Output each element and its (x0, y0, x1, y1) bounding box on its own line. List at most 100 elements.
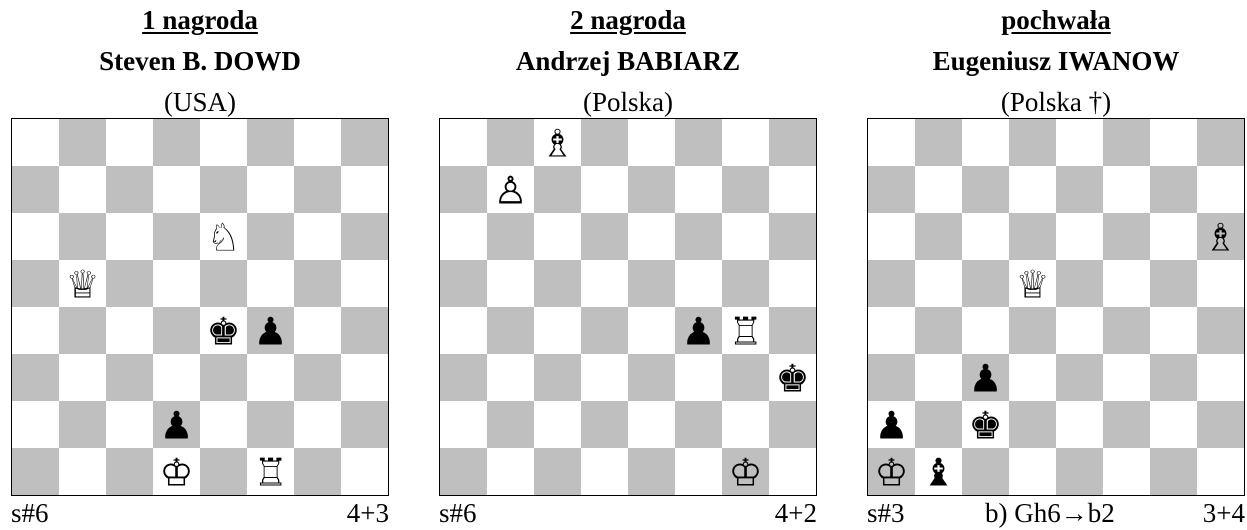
square-b4 (59, 307, 106, 354)
square-b7 (915, 166, 962, 213)
square-b5 (487, 260, 534, 307)
square-b3 (915, 354, 962, 401)
square-a4 (440, 307, 487, 354)
black-king-icon: ♚ (968, 404, 1002, 448)
square-b2 (59, 401, 106, 448)
black-pawn-icon: ♟ (681, 310, 715, 354)
square-e6 (628, 213, 675, 260)
square-h7 (341, 166, 388, 213)
square-g5 (722, 260, 769, 307)
square-g5 (294, 260, 341, 307)
twin-condition: b) Gh6→b2 (985, 497, 1115, 529)
square-c5 (534, 260, 581, 307)
piece-count: 4+2 (775, 497, 817, 529)
square-a5 (440, 260, 487, 307)
square-g4 (294, 307, 341, 354)
stipulation: s#6 (439, 497, 477, 529)
square-d4 (581, 307, 628, 354)
square-h7 (769, 166, 816, 213)
author-name: Andrzej BABIARZ (439, 45, 817, 77)
black-king-icon: ♚ (206, 310, 240, 354)
square-d8 (153, 119, 200, 166)
black-pawn-icon: ♟ (159, 404, 193, 448)
square-c7 (962, 166, 1009, 213)
square-h8 (769, 119, 816, 166)
white-king-icon: ♔ (159, 451, 193, 495)
square-b3 (487, 354, 534, 401)
square-e5 (628, 260, 675, 307)
square-a1 (440, 448, 487, 495)
square-h3 (341, 354, 388, 401)
square-a1 (12, 448, 59, 495)
square-a6 (868, 213, 915, 260)
square-b6 (59, 213, 106, 260)
square-d2 (581, 401, 628, 448)
square-d4 (153, 307, 200, 354)
award-title: 1 nagroda (11, 4, 389, 36)
author-country: (Polska) (439, 86, 817, 118)
square-d7 (1009, 166, 1056, 213)
black-bishop-icon: ♝ (921, 451, 955, 495)
square-f6 (247, 213, 294, 260)
square-f2 (247, 401, 294, 448)
square-f5 (675, 260, 722, 307)
square-d3 (581, 354, 628, 401)
square-f5 (1103, 260, 1150, 307)
white-rook-icon: ♖ (253, 451, 287, 495)
square-a6 (12, 213, 59, 260)
author-country: (Polska †) (867, 86, 1245, 118)
square-g7 (294, 166, 341, 213)
square-e2 (1056, 401, 1103, 448)
square-a6 (440, 213, 487, 260)
square-b2 (915, 401, 962, 448)
square-g3 (722, 354, 769, 401)
piece-count: 3+4 (1203, 497, 1245, 529)
square-d3 (153, 354, 200, 401)
square-h4 (769, 307, 816, 354)
problem-3: pochwała Eugeniusz IWANOW (Polska †) ♗♕♟… (867, 0, 1245, 530)
square-a4 (868, 307, 915, 354)
square-g1 (1150, 448, 1197, 495)
square-b1 (59, 448, 106, 495)
square-c4 (962, 307, 1009, 354)
white-bishop-icon: ♗ (540, 122, 574, 166)
square-g6 (1150, 213, 1197, 260)
square-e1 (628, 448, 675, 495)
square-e8 (628, 119, 675, 166)
square-c5 (962, 260, 1009, 307)
square-f2 (675, 401, 722, 448)
square-c8 (962, 119, 1009, 166)
board-svg: ♗♕♟♟♚♔♝ (868, 119, 1244, 495)
square-e1 (200, 448, 247, 495)
square-g8 (294, 119, 341, 166)
square-c7 (106, 166, 153, 213)
square-e7 (628, 166, 675, 213)
square-f1 (675, 448, 722, 495)
square-a5 (868, 260, 915, 307)
square-e6 (1056, 213, 1103, 260)
square-f3 (247, 354, 294, 401)
square-f2 (1103, 401, 1150, 448)
stipulation: s#3 (867, 497, 905, 529)
square-b6 (487, 213, 534, 260)
square-h1 (341, 448, 388, 495)
square-g7 (722, 166, 769, 213)
square-g2 (1150, 401, 1197, 448)
white-bishop-icon: ♗ (1203, 216, 1237, 260)
square-f6 (675, 213, 722, 260)
square-a8 (868, 119, 915, 166)
black-king-icon: ♚ (775, 357, 809, 401)
black-pawn-icon: ♟ (253, 310, 287, 354)
square-a8 (440, 119, 487, 166)
square-e8 (200, 119, 247, 166)
white-king-icon: ♔ (874, 451, 908, 495)
square-c3 (106, 354, 153, 401)
square-d7 (581, 166, 628, 213)
square-h2 (769, 401, 816, 448)
square-f3 (1103, 354, 1150, 401)
square-a7 (440, 166, 487, 213)
square-b4 (915, 307, 962, 354)
square-a2 (440, 401, 487, 448)
square-f4 (1103, 307, 1150, 354)
square-c8 (106, 119, 153, 166)
